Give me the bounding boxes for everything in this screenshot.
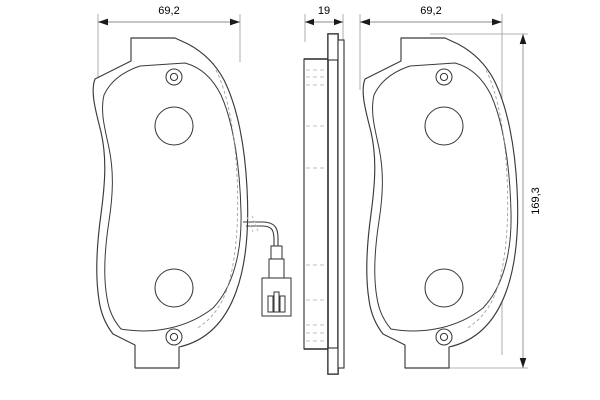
shim-layer (337, 39, 345, 369)
arrow-left (98, 18, 108, 26)
dimension-width-left: 69,2 (97, 5, 241, 90)
friction-material-body (303, 58, 329, 350)
backing-plate-bottom-tab (327, 347, 339, 375)
rivet-hole-bottom (165, 328, 183, 346)
connector-pin-3 (279, 295, 286, 313)
right-brake-pad-view (362, 37, 519, 369)
arrow-left (305, 18, 314, 26)
connector-pin-2 (273, 291, 280, 313)
arrow-left (360, 18, 370, 26)
dimension-label-height-right: 169,3 (530, 187, 542, 215)
backing-plate-top-tab (327, 33, 339, 61)
pad-wear-limit-dashed (195, 69, 239, 330)
dimension-height-right: 169,3 (430, 33, 542, 369)
sensor-cable (243, 221, 279, 248)
rivet-hole-top (435, 68, 453, 86)
left-brake-pad-view (92, 37, 292, 369)
dimension-thickness: 19 (304, 5, 344, 42)
damping-hole-bottom (424, 268, 464, 308)
cable-break-mark (246, 215, 259, 233)
pad-outline-outer (362, 37, 519, 369)
side-profile-view (303, 33, 345, 375)
dimension-label-thickness: 19 (318, 5, 330, 17)
dimension-label-width-right: 69,2 (420, 5, 441, 17)
pad-wear-limit-dashed (465, 69, 509, 330)
backing-plate-body (327, 33, 339, 375)
arrow-right (492, 18, 502, 26)
rivet-hole-top (165, 68, 183, 86)
sensor-ferrule (270, 245, 283, 260)
arrow-right (230, 18, 240, 26)
damping-hole-top (154, 106, 194, 146)
connector-pin-1 (267, 295, 274, 313)
sensor-cable-lower (246, 225, 275, 248)
damping-hole-top (424, 106, 464, 146)
sensor-strain-relief (268, 258, 285, 279)
rivet-hole-bottom (435, 328, 453, 346)
dimension-label-width-left: 69,2 (158, 5, 179, 17)
arrow-up (519, 34, 527, 44)
wear-indicator-sensor (243, 215, 292, 317)
damping-hole-bottom (154, 268, 194, 308)
arrow-right (334, 18, 343, 26)
pad-outline-outer (92, 37, 249, 369)
arrow-down (519, 358, 527, 368)
